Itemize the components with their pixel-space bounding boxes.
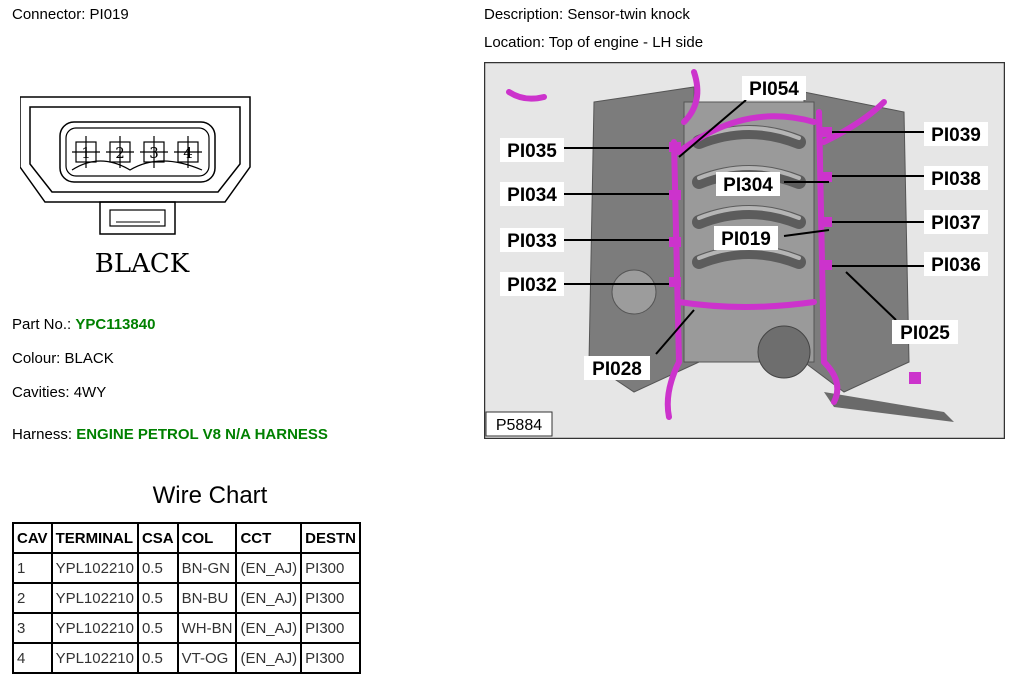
connector-face-drawing: 1 2 3 4 BLACK <box>20 96 251 279</box>
header-col: COL <box>176 522 238 554</box>
callout-pi037: PI037 <box>931 213 981 234</box>
cell-csa: 0.5 <box>136 612 179 644</box>
cell-destn: PI300 <box>300 612 361 644</box>
cell-terminal: YPL102210 <box>50 642 139 674</box>
part-no-link[interactable]: YPC113840 <box>75 316 156 333</box>
pin-label-3: 3 <box>149 144 159 162</box>
description-label: Description: <box>484 6 564 23</box>
cavities-value: 4WY <box>73 384 107 401</box>
callout-pi034: PI034 <box>507 185 557 206</box>
harness-line: Harness: ENGINE PETROL V8 N/A HARNESS <box>12 426 328 443</box>
cell-cav: 3 <box>12 612 53 644</box>
colour-value: BLACK <box>64 350 114 367</box>
pin-label-2: 2 <box>115 144 125 162</box>
cell-cav: 4 <box>12 642 53 674</box>
connector-label: Connector: <box>12 6 86 23</box>
callout-pi038: PI038 <box>931 169 981 190</box>
callout-pi036: PI036 <box>931 255 981 276</box>
cell-cct: (EN_AJ) <box>235 552 303 584</box>
callout-pi019: PI019 <box>721 229 771 250</box>
wire-chart-table: CAV TERMINAL CSA COL CCT DESTN 1 YPL1022… <box>12 522 361 674</box>
cavities-label: Cavities: <box>12 384 70 401</box>
table-row: 4 YPL102210 0.5 VT-OG (EN_AJ) PI300 <box>12 642 361 674</box>
cavities-line: Cavities: 4WY <box>12 384 106 401</box>
callout-pi028: PI028 <box>592 359 642 380</box>
colour-label: Colour: <box>12 350 61 367</box>
description-line: Description: Sensor-twin knock <box>484 6 690 23</box>
cell-destn: PI300 <box>300 552 361 584</box>
cell-terminal: YPL102210 <box>50 552 139 584</box>
callout-pi039: PI039 <box>931 125 981 146</box>
connector-value: PI019 <box>89 6 129 23</box>
cell-csa: 0.5 <box>136 552 179 584</box>
cell-csa: 0.5 <box>136 642 179 674</box>
header-cct: CCT <box>235 522 303 554</box>
cell-terminal: YPL102210 <box>50 582 139 614</box>
callout-pi025: PI025 <box>900 323 950 344</box>
header-terminal: TERMINAL <box>50 522 139 554</box>
description-value: Sensor-twin knock <box>567 6 690 23</box>
pin-label-1: 1 <box>81 144 91 162</box>
cell-destn: PI300 <box>300 642 361 674</box>
cell-terminal: YPL102210 <box>50 612 139 644</box>
table-row: 2 YPL102210 0.5 BN-BU (EN_AJ) PI300 <box>12 582 361 614</box>
location-value: Top of engine - LH side <box>548 34 704 51</box>
header-csa: CSA <box>136 522 179 554</box>
colour-line: Colour: BLACK <box>12 350 114 367</box>
harness-link[interactable]: ENGINE PETROL V8 N/A HARNESS <box>76 426 328 443</box>
harness-label: Harness: <box>12 426 73 443</box>
cell-col: WH-BN <box>176 612 238 644</box>
cell-col: BN-BU <box>176 582 238 614</box>
wire-chart-title: Wire Chart <box>152 482 268 509</box>
pin-label-4: 4 <box>183 144 193 162</box>
location-line: Location: Top of engine - LH side <box>484 34 703 51</box>
cell-col: VT-OG <box>176 642 238 674</box>
callout-pi033: PI033 <box>507 231 557 252</box>
part-no-label: Part No.: <box>12 316 72 333</box>
header-cav: CAV <box>12 522 53 554</box>
cell-cav: 2 <box>12 582 53 614</box>
part-no-line: Part No.: YPC113840 <box>12 316 155 333</box>
wire-chart-header-row: CAV TERMINAL CSA COL CCT DESTN <box>12 522 361 554</box>
engine-location-image: PI054 PI035 PI039 PI034 PI304 PI038 PI03… <box>484 62 1005 439</box>
image-reference: P5884 <box>496 417 542 434</box>
location-label: Location: <box>484 34 545 51</box>
cell-cct: (EN_AJ) <box>235 612 303 644</box>
callout-pi032: PI032 <box>507 275 557 296</box>
cell-cav: 1 <box>12 552 53 584</box>
connector-colour-label: BLACK <box>95 249 190 279</box>
cell-col: BN-GN <box>176 552 238 584</box>
callout-pi304: PI304 <box>723 175 773 196</box>
callout-pi035: PI035 <box>507 141 557 162</box>
cell-cct: (EN_AJ) <box>235 582 303 614</box>
header-destn: DESTN <box>300 522 361 554</box>
table-row: 1 YPL102210 0.5 BN-GN (EN_AJ) PI300 <box>12 552 361 584</box>
table-row: 3 YPL102210 0.5 WH-BN (EN_AJ) PI300 <box>12 612 361 644</box>
cell-destn: PI300 <box>300 582 361 614</box>
cell-csa: 0.5 <box>136 582 179 614</box>
cell-cct: (EN_AJ) <box>235 642 303 674</box>
connector-line: Connector: PI019 <box>12 6 129 23</box>
callout-pi054: PI054 <box>749 79 799 100</box>
